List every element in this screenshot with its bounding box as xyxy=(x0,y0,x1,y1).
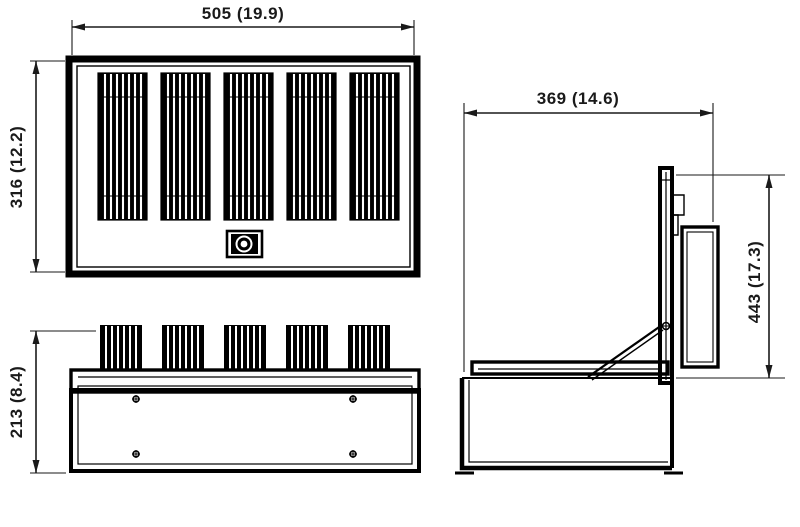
fin-lines xyxy=(167,326,199,371)
bottom-fin-module-3 xyxy=(224,325,266,371)
bottom-screws xyxy=(132,395,357,458)
fin-lines xyxy=(292,74,332,219)
screw xyxy=(132,395,140,403)
fin-lines xyxy=(229,74,269,219)
arrow-bottom xyxy=(765,365,773,378)
fin-module-outline xyxy=(223,72,274,221)
side-upper-base-bar xyxy=(470,360,670,376)
side-diagonal-brace-2 xyxy=(591,329,664,381)
bottom-view xyxy=(69,325,421,473)
bottom-view-dimensions xyxy=(30,330,96,474)
side-view-dimensions xyxy=(463,103,785,379)
front-fin-module-1 xyxy=(97,72,148,221)
bottom-body-inner xyxy=(77,385,413,465)
dim-label-bottom-height: 213 (8.4) xyxy=(7,366,26,439)
bottom-fin-module-5 xyxy=(348,325,390,371)
front-fin-module-3 xyxy=(223,72,274,221)
circular-connector xyxy=(225,229,264,259)
arrow-top xyxy=(765,175,773,188)
arrow-right xyxy=(401,23,414,31)
front-view-dimensions xyxy=(30,20,415,273)
fin-module-outline xyxy=(160,72,211,221)
arrow-left xyxy=(72,23,85,31)
screw xyxy=(349,395,357,403)
front-enclosure-outer xyxy=(65,55,421,278)
bottom-fin-module-1 xyxy=(100,325,142,371)
fin-lines xyxy=(105,326,137,371)
fin-module-outline xyxy=(349,72,400,221)
fin-lines xyxy=(291,326,323,371)
bottom-body-frame xyxy=(69,388,421,473)
fin-lines xyxy=(353,326,385,371)
arrow-top xyxy=(32,331,40,344)
connector-ring-outer xyxy=(235,235,253,253)
side-pivot-pin xyxy=(660,320,672,332)
dim-label-side-width: 369 (14.6) xyxy=(537,89,620,108)
bottom-fin-module-2 xyxy=(162,325,204,371)
dim-label-front-height: 316 (12.2) xyxy=(7,126,26,209)
front-enclosure-inner xyxy=(76,65,411,268)
connector-ring-inner xyxy=(240,240,248,248)
front-fin-module-4 xyxy=(286,72,337,221)
side-vertical-rail xyxy=(658,166,674,385)
arrow-bottom xyxy=(32,460,40,473)
side-diagonal-brace-1 xyxy=(587,324,663,378)
fin-lines xyxy=(166,74,206,219)
side-base-frame-inner xyxy=(468,380,668,463)
side-base-frame xyxy=(459,378,672,471)
bottom-fin-module-4 xyxy=(286,325,328,371)
dim-label-side-height: 443 (17.3) xyxy=(745,241,764,324)
fin-module-outline xyxy=(286,72,337,221)
screw xyxy=(132,450,140,458)
side-back-panel xyxy=(680,225,720,369)
arrow-bottom xyxy=(32,259,40,272)
screw xyxy=(349,450,357,458)
arrow-top xyxy=(32,61,40,74)
side-back-panel-inner xyxy=(686,231,714,363)
fin-lines xyxy=(355,74,395,219)
arrow-right xyxy=(700,109,713,117)
arrow-left xyxy=(464,109,477,117)
side-bracket-mid xyxy=(672,214,679,236)
fin-lines xyxy=(103,74,143,219)
fin-module-outline xyxy=(97,72,148,221)
front-fin-module-2 xyxy=(160,72,211,221)
side-view xyxy=(455,166,720,475)
front-fin-module-5 xyxy=(349,72,400,221)
fin-lines xyxy=(229,326,261,371)
dim-label-front-width: 505 (19.9) xyxy=(202,4,285,23)
front-view xyxy=(65,55,421,278)
